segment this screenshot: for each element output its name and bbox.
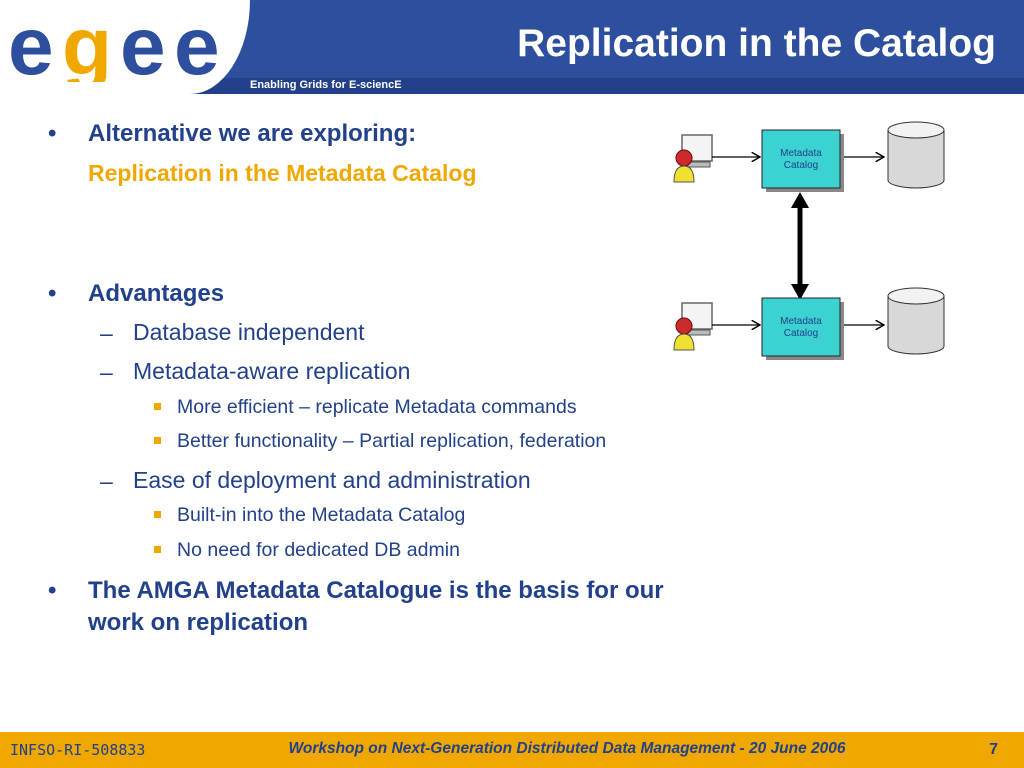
database-cylinder-icon — [887, 287, 945, 355]
bullet-icon: • — [48, 280, 57, 307]
bullet-advantages: Advantages — [88, 280, 225, 307]
bullet-icon: • — [48, 120, 57, 147]
square-bullet-icon — [154, 437, 161, 444]
item-metadata-aware: Metadata-aware replication — [133, 358, 411, 384]
dash-icon: – — [100, 468, 113, 494]
svg-text:e: e — [174, 8, 217, 82]
footer-separator — [0, 727, 1024, 732]
page-number: 7 — [989, 741, 998, 758]
bullet-icon: • — [48, 577, 57, 604]
footer-workshop-title: Workshop on Next-Generation Distributed … — [288, 740, 846, 757]
dash-icon: – — [100, 320, 113, 346]
database-cylinder-icon — [887, 121, 945, 189]
subitem-built-in: Built-in into the Metadata Catalog — [177, 504, 466, 526]
subitem-no-db-admin: No need for dedicated DB admin — [177, 539, 460, 561]
square-bullet-icon — [154, 403, 161, 410]
header-stripe — [0, 78, 1024, 94]
bullet-amga-line2: work on replication — [88, 609, 309, 636]
header-bar: e g e e Replication in the Catalog Enabl… — [0, 0, 1024, 94]
replication-arrow — [791, 192, 809, 300]
svg-text:e: e — [8, 8, 51, 82]
square-bullet-icon — [154, 511, 161, 518]
catalog-label-line1: Metadata — [780, 316, 822, 327]
user-icon — [673, 134, 713, 183]
subitem-better-functionality: Better functionality – Partial replicati… — [177, 430, 607, 452]
slide-title: Replication in the Catalog — [517, 22, 996, 65]
footer-bar: INFSO-RI-508833 Workshop on Next-Generat… — [0, 732, 1024, 768]
egee-logo: e g e e — [8, 8, 221, 82]
footer-project-id: INFSO-RI-508833 — [10, 741, 146, 759]
item-database-independent: Database independent — [133, 319, 365, 345]
logo-area: e g e e — [0, 0, 250, 94]
svg-text:g: g — [62, 8, 108, 82]
item-ease-of-deployment: Ease of deployment and administration — [133, 467, 531, 493]
user-icon — [673, 302, 713, 351]
svg-text:e: e — [120, 8, 163, 82]
tagline: Enabling Grids for E-sciencE — [250, 79, 402, 91]
metadata-catalog-box: Metadata Catalog — [761, 129, 844, 192]
footer-left-panel: INFSO-RI-508833 — [0, 732, 255, 768]
catalog-label-line2: Catalog — [784, 160, 818, 171]
dash-icon: – — [100, 359, 113, 385]
catalog-label-line2: Catalog — [784, 328, 818, 339]
square-bullet-icon — [154, 546, 161, 553]
bullet-alternative-detail: Replication in the Metadata Catalog — [88, 160, 477, 186]
bullet-amga-line1: The AMGA Metadata Catalogue is the basis… — [88, 577, 664, 604]
catalog-label-line1: Metadata — [780, 148, 822, 159]
subitem-more-efficient: More efficient – replicate Metadata comm… — [177, 396, 577, 418]
bullet-alternative: Alternative we are exploring: — [88, 120, 417, 147]
replication-diagram: Metadata Catalog Metadata Catalog — [673, 121, 945, 360]
metadata-catalog-box: Metadata Catalog — [761, 297, 844, 360]
